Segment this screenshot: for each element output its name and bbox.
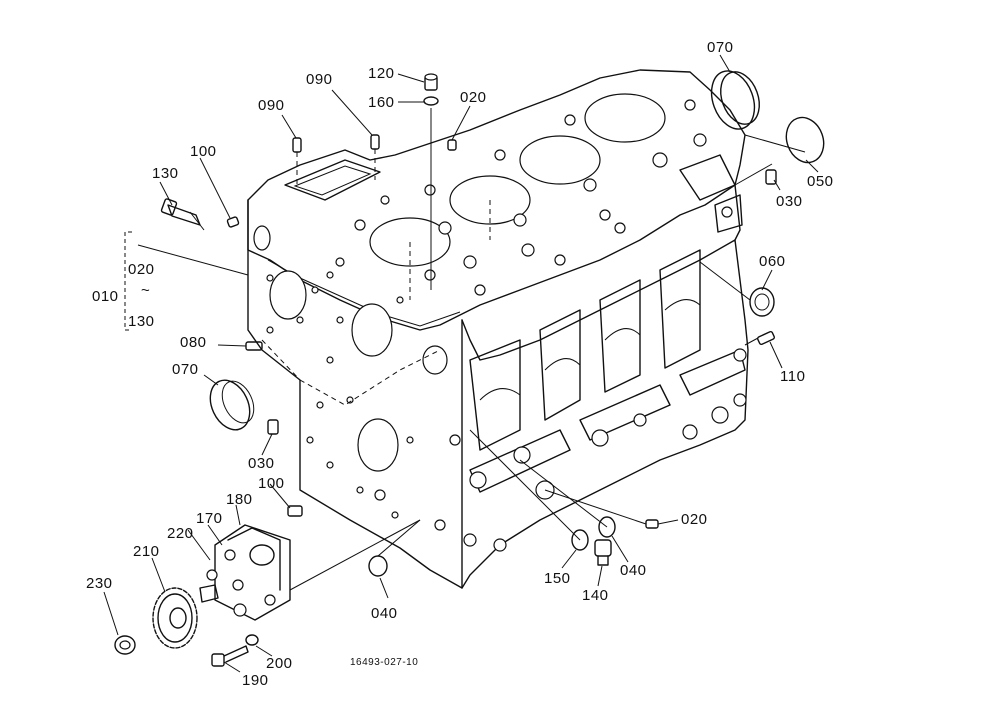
label-part-030-left: 030 [248,455,275,472]
label-part-180: 180 [226,491,253,508]
part-020-pin-top [447,139,457,151]
label-part-030-right: 030 [776,193,803,210]
label-part-190: 190 [242,672,269,689]
part-070-seal-left [209,379,255,431]
label-part-140: 140 [582,587,609,604]
part-090-dowel-b [370,134,380,150]
part-110-pin [757,330,775,346]
label-part-200: 200 [266,655,293,672]
leader-lines [103,54,819,673]
label-part-100-bottom: 100 [258,475,285,492]
part-020-pin-bottom [645,519,659,529]
label-part-230: 230 [86,575,113,592]
label-part-050: 050 [807,173,834,190]
part-210-gear [152,587,198,649]
part-040-plug-bottom [368,555,388,577]
label-part-070-top: 070 [707,39,734,56]
label-part-020-top: 020 [460,89,487,106]
part-200-washer [245,634,259,646]
part-190-bolt [211,645,249,667]
label-part-130-top: 130 [152,165,179,182]
part-150-washer [571,529,589,551]
part-050-cap [785,116,825,164]
label-part-220: 220 [167,525,194,542]
label-part-170: 170 [196,510,223,527]
label-part-100-top: 100 [190,143,217,160]
label-part-040-right: 040 [620,562,647,579]
cylinder-block [247,69,749,589]
label-part-020-group: 020 [128,261,155,278]
label-part-090-b: 090 [306,71,333,88]
part-130-plug [160,198,205,231]
label-part-160: 160 [368,94,395,111]
label-part-070-left: 070 [172,361,199,378]
drawing-reference-code: 16493-027-10 [350,657,419,668]
part-030-plug-right [765,169,777,185]
part-230-nut [114,635,136,655]
part-060-seal [749,287,775,317]
part-160-oring [423,96,439,106]
label-part-010: 010 [92,288,119,305]
label-part-210: 210 [133,543,160,560]
label-part-080: 080 [180,334,207,351]
group-bracket [124,231,132,331]
part-100-pin-bottom [287,505,303,517]
label-part-060: 060 [759,253,786,270]
part-100-pin-top [226,216,240,228]
label-part-120: 120 [368,65,395,82]
label-part-090-a: 090 [258,97,285,114]
label-part-130-group: 130 [128,313,155,330]
label-group-tilde: ~ [141,282,151,299]
part-070-cap-top [710,70,760,130]
label-part-150: 150 [544,570,571,587]
label-part-110: 110 [780,368,806,385]
label-part-040-bottom: 040 [371,605,398,622]
oil-pump-assembly [199,524,291,621]
label-part-020-bottom: 020 [681,511,708,528]
part-140-bolt [594,539,612,566]
part-090-dowel-a [292,137,302,153]
part-120-cap [424,73,438,91]
part-030-plug-left [267,419,279,435]
part-040-plug-right [598,516,616,538]
